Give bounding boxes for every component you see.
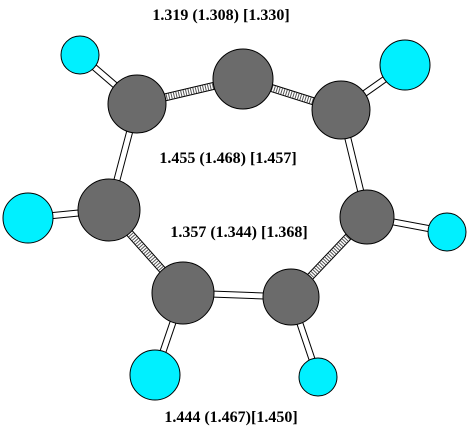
hydrogen-atom-7 bbox=[2, 192, 54, 244]
hydrogen-atom-1 bbox=[60, 35, 100, 75]
carbon-atom-1 bbox=[107, 74, 167, 134]
bond-label-bottom: 1.444 (1.467)[1.450] bbox=[164, 409, 297, 426]
bond-label-top: 1.319 (1.308) [1.330] bbox=[152, 7, 289, 24]
carbon-atom-5 bbox=[262, 268, 320, 326]
carbon-atom-3 bbox=[311, 80, 371, 140]
hydrogen-atom-5 bbox=[298, 357, 338, 397]
carbon-atoms bbox=[77, 48, 395, 326]
hydrogen-atoms bbox=[2, 35, 467, 401]
bond-label-lower-middle: 1.357 (1.344) [1.368] bbox=[170, 224, 307, 241]
hydrogen-atom-4 bbox=[427, 212, 467, 252]
bond-label-upper-middle: 1.455 (1.468) [1.457] bbox=[159, 150, 296, 167]
carbon-atom-7 bbox=[77, 178, 141, 242]
bond-length-labels: 1.319 (1.308) [1.330] 1.455 (1.468) [1.4… bbox=[152, 7, 307, 426]
hydrogen-atom-3 bbox=[379, 39, 431, 91]
carbon-atom-6 bbox=[151, 261, 215, 325]
carbon-atom-4 bbox=[339, 189, 395, 245]
hydrogen-atom-6 bbox=[129, 349, 181, 401]
carbon-atom-2 bbox=[212, 48, 274, 110]
